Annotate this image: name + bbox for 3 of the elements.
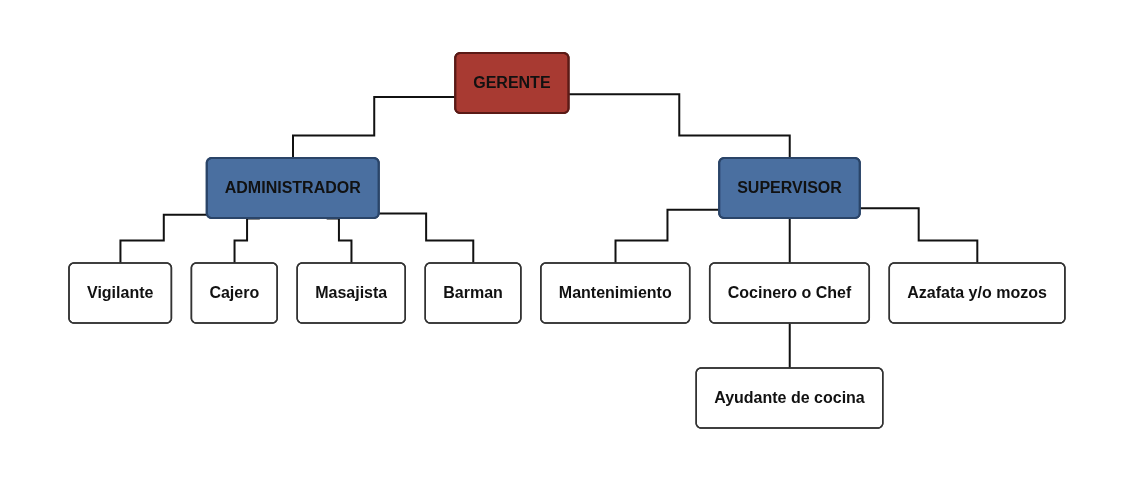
connector [788,217,791,265]
connector [119,213,208,265]
connector [788,322,791,370]
